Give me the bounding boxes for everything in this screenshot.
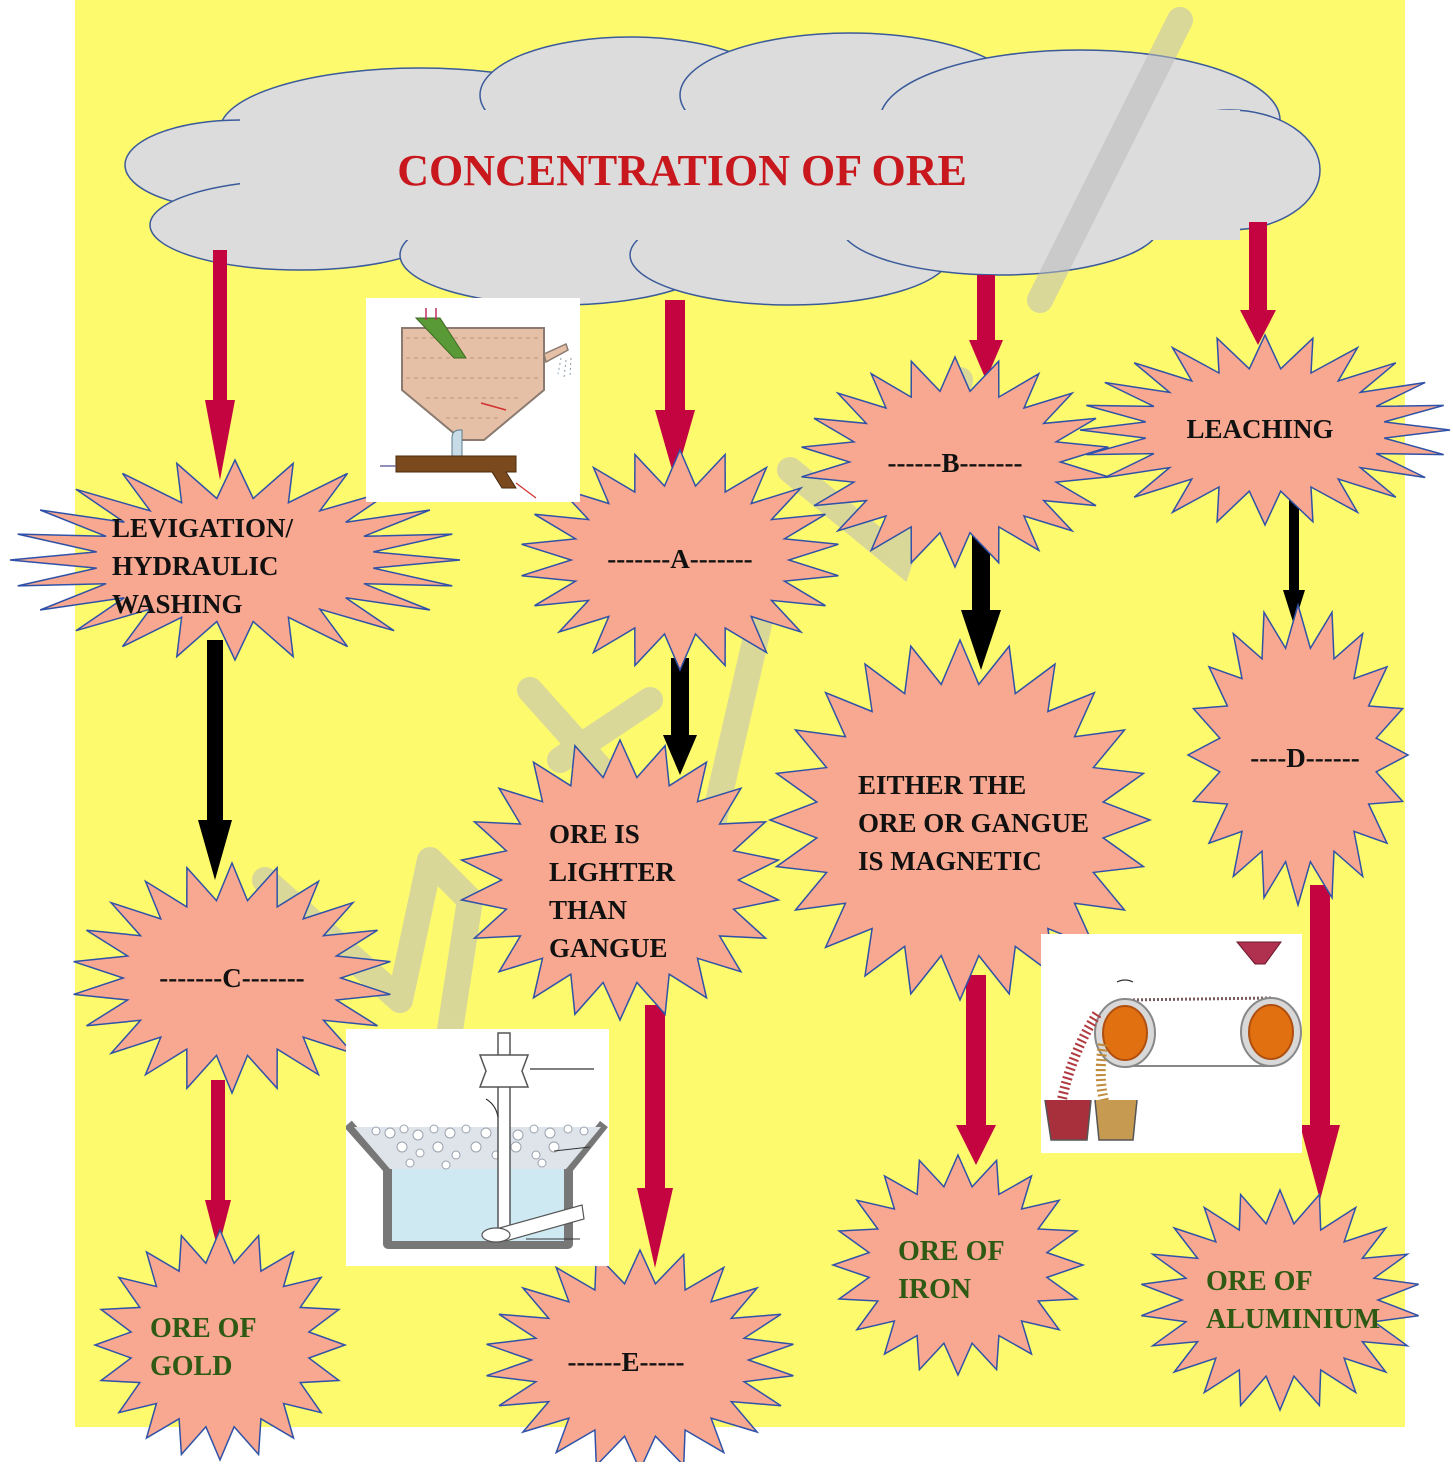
flow-arrow xyxy=(1240,222,1276,345)
magnetic-separator-image xyxy=(1041,934,1302,1153)
starburst-shape xyxy=(1079,333,1451,527)
starburst-magnetic: EITHER THE ORE OR GANGUE IS MAGNETIC xyxy=(767,638,1153,1002)
node-label-line: -------C------- xyxy=(159,963,304,993)
starburst-shape xyxy=(830,1153,1086,1377)
node-label-line: HYDRAULIC xyxy=(112,551,279,581)
starburst-aluminium: ORE OF ALUMINIUM xyxy=(1141,1188,1419,1412)
node-label-line: ------B------- xyxy=(888,448,1023,478)
node-label-line: ORE OR GANGUE xyxy=(858,808,1089,838)
flow-arrow xyxy=(655,300,695,480)
starburst-shape xyxy=(1186,602,1410,908)
flow-arrow xyxy=(198,640,232,880)
starburst-levigation: LEVIGATION/HYDRAULIC WASHING xyxy=(9,458,461,662)
starburst-gold: ORE OF GOLD xyxy=(92,1228,348,1462)
starburst-leaching: LEACHING xyxy=(1079,333,1451,527)
starbursts-layer: LEVIGATION/HYDRAULIC WASHING -------A-----… xyxy=(9,333,1451,1467)
starburst-shape xyxy=(459,738,781,1022)
froth-flotation-drawing xyxy=(346,1032,608,1249)
node-label-line: -------A------- xyxy=(607,544,752,574)
node-label-line: THAN xyxy=(549,895,628,925)
node-label-line: GANGUE xyxy=(549,933,668,963)
starburst-e: ------E----- xyxy=(486,1248,794,1467)
starburst-shape xyxy=(1141,1188,1419,1412)
flow-arrow xyxy=(663,658,697,775)
magnetic-separator-drawing xyxy=(1044,941,1302,1141)
starburst-ore-lighter: ORE IS LIGHTER THAN GANGUE xyxy=(459,738,781,1022)
froth-flotation-image xyxy=(346,1029,609,1266)
starburst-shape xyxy=(801,355,1109,569)
hydraulic-classifier-image xyxy=(366,298,580,502)
node-label-line: ALUMINIUM xyxy=(1206,1304,1380,1335)
flow-arrow xyxy=(969,275,1003,380)
starburst-shape xyxy=(521,448,839,672)
starburst-b: ------B------- xyxy=(801,355,1109,569)
flow-arrow xyxy=(637,1005,673,1268)
node-label-line: ORE OF xyxy=(150,1313,257,1344)
starburst-a: -------A------- xyxy=(521,448,839,672)
node-label-line: LEVIGATION/ xyxy=(112,513,294,543)
node-label-line: ORE OF xyxy=(898,1236,1005,1267)
node-label-line: WASHING xyxy=(112,589,243,619)
starburst-d: ----D------ xyxy=(1186,602,1410,908)
starburst-shape xyxy=(73,861,391,1095)
node-label-line: ORE IS xyxy=(549,819,640,849)
hydraulic-classifier-drawing xyxy=(380,308,572,499)
flow-arrow xyxy=(1300,885,1340,1200)
page-title: CONCENTRATION OF ORE xyxy=(397,146,967,195)
flow-arrow xyxy=(961,536,1001,670)
flow-arrow xyxy=(205,250,235,480)
flow-arrow xyxy=(956,975,996,1165)
starburst-shape xyxy=(92,1228,348,1462)
starburst-shape xyxy=(486,1248,794,1467)
flow-arrow xyxy=(205,1080,231,1250)
flow-arrow xyxy=(1283,500,1305,625)
node-label-line: GOLD xyxy=(150,1351,232,1382)
node-label-line: ORE OF xyxy=(1206,1266,1313,1297)
node-label-line: LIGHTER xyxy=(549,857,676,887)
node-label-line: LEACHING xyxy=(1186,414,1333,444)
starburst-shape xyxy=(9,458,461,662)
starburst-c: -------C------- xyxy=(73,861,391,1095)
node-label-line: IRON xyxy=(898,1274,971,1305)
starburst-shape xyxy=(767,638,1153,1002)
arrows-layer xyxy=(198,222,1340,1268)
node-label-line: ----D------ xyxy=(1250,743,1359,773)
starburst-iron: ORE OF IRON xyxy=(830,1153,1086,1377)
node-label-line: IS MAGNETIC xyxy=(858,846,1042,876)
node-label-line: ------E----- xyxy=(568,1347,685,1377)
node-label-line: EITHER THE xyxy=(858,770,1026,800)
